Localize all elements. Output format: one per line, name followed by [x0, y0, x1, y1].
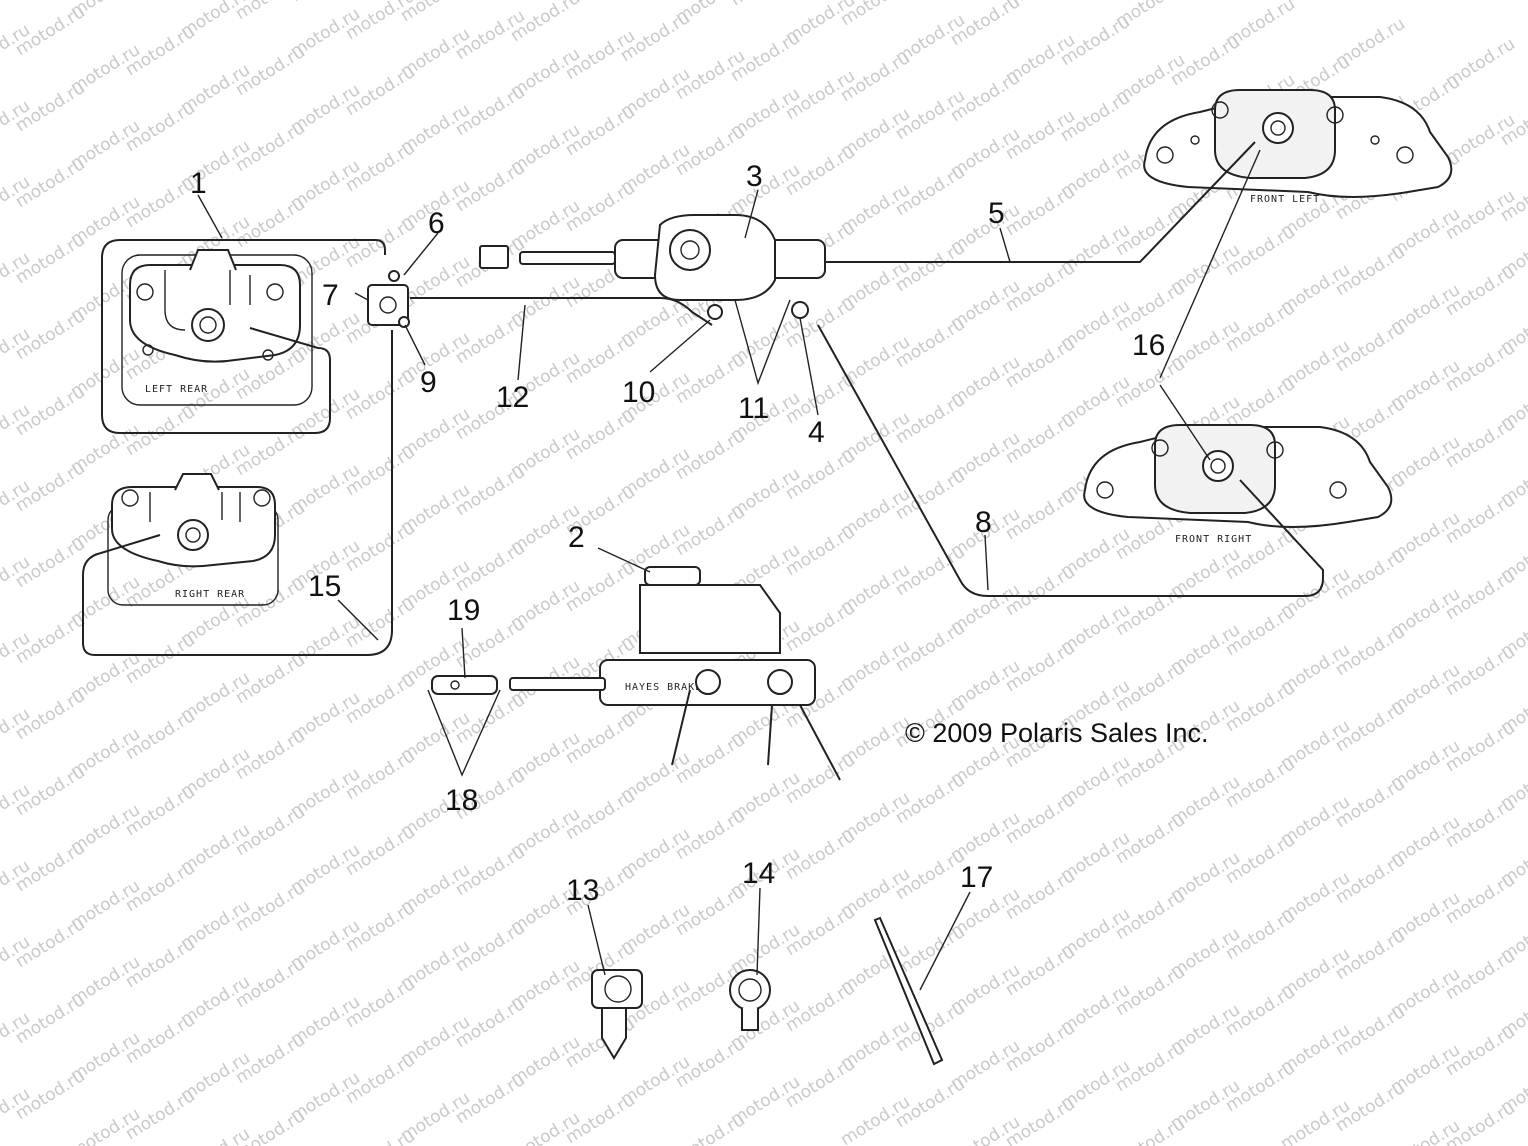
watermark-text: motod.ru	[1112, 1114, 1189, 1146]
caliper-front-right: FRONT RIGHT	[1083, 424, 1393, 545]
watermark-text: motod.ru	[177, 1124, 254, 1146]
cable-tie-17	[873, 916, 944, 1066]
clip-19	[431, 675, 498, 695]
caliper-label-left-rear: LEFT REAR	[145, 384, 208, 395]
brake-line-1	[101, 239, 386, 434]
callout-6: 6	[428, 207, 445, 240]
caliper-label-front-left: FRONT LEFT	[1250, 194, 1320, 205]
callout-9: 9	[420, 366, 437, 399]
copyright-notice: © 2009 Polaris Sales Inc.	[905, 718, 1209, 748]
callout-15: 15	[308, 570, 341, 603]
callout-13: 13	[566, 874, 599, 907]
watermark-text: motod.ru	[342, 1126, 419, 1146]
watermark-text: motod.ru	[727, 0, 804, 10]
watermark-text: motod.ru	[0, 0, 34, 2]
callout-11: 11	[738, 392, 769, 425]
watermark-text: motod.ru	[672, 1110, 749, 1146]
callout-5: 5	[988, 197, 1005, 230]
brake-line-8	[817, 324, 1324, 597]
callout-14: 14	[742, 857, 775, 890]
caliper-left-rear: LEFT REAR	[121, 249, 313, 406]
caliper-right-rear: RIGHT REAR	[107, 473, 279, 606]
callout-3: 3	[746, 160, 763, 193]
caliper-label-front-right: FRONT RIGHT	[1175, 534, 1252, 545]
callout-10: 10	[622, 376, 655, 409]
watermark-text: motod.ru	[122, 0, 199, 4]
clamp-14	[729, 969, 771, 1031]
caliper-label-right-rear: RIGHT REAR	[175, 589, 245, 600]
callout-7: 7	[322, 279, 339, 312]
callout-18: 18	[445, 784, 478, 817]
master-cylinder-brand: HAYES BRAKE	[625, 682, 702, 693]
leader-lines	[197, 149, 1261, 991]
clip-13	[591, 969, 643, 1060]
callout-1: 1	[190, 167, 207, 200]
callout-17: 17	[960, 861, 993, 894]
callout-19: 19	[447, 594, 480, 627]
callout-numbers: 1 2 3 4 5 6 7 8 9 10 11 12 13 14 15 16 1…	[190, 160, 1165, 907]
brake-line-5	[820, 141, 1256, 263]
callout-2: 2	[568, 521, 585, 554]
callout-16: 16	[1132, 329, 1165, 362]
leader-18	[427, 689, 501, 777]
master-cylinder-2: HAYES BRAKE	[509, 566, 841, 781]
caliper-front-left: FRONT LEFT	[1143, 89, 1453, 205]
tee-block-7	[367, 270, 410, 328]
callout-4: 4	[808, 416, 825, 449]
brake-line-12	[410, 297, 713, 326]
brake-line-15	[82, 330, 393, 656]
callout-8: 8	[975, 506, 992, 539]
callout-12: 12	[496, 381, 529, 414]
